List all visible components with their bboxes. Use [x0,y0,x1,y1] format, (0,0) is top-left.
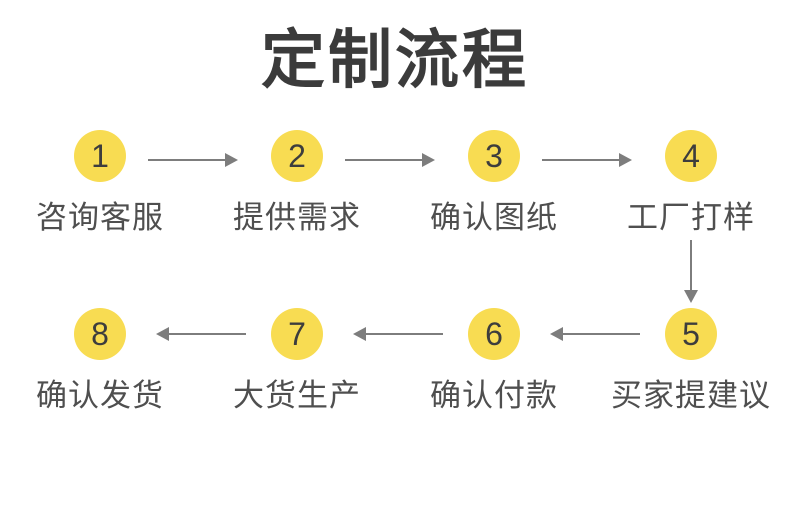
step-4-label: 工厂打样 [627,200,755,235]
arrow-shaft [345,159,424,161]
step-6-number-badge: 6 [468,308,520,360]
page-title: 定制流程 [261,24,529,96]
step-8-number-badge: 8 [74,308,126,360]
arrow-head [684,290,698,303]
arrow-left-icon [156,327,246,341]
arrow-shaft [364,333,443,335]
step-4-number-badge: 4 [665,130,717,182]
step-4: 4 工厂打样 [596,130,786,237]
arrow-left-icon [353,327,443,341]
arrow-head [550,327,563,341]
arrow-shaft [561,333,640,335]
step-3-label: 确认图纸 [430,200,558,235]
step-7-number-badge: 7 [271,308,323,360]
arrow-shaft [148,159,227,161]
step-1-number-badge: 1 [74,130,126,182]
step-1-label: 咨询客服 [36,200,164,235]
arrow-right-icon [542,153,632,167]
step-7-label: 大货生产 [233,378,361,413]
arrow-head [422,153,435,167]
step-3-number-badge: 3 [468,130,520,182]
arrow-head [619,153,632,167]
step-7: 7 大货生产 [202,308,392,415]
step-2-label: 提供需求 [233,200,361,235]
step-2: 2 提供需求 [202,130,392,237]
step-8-label: 确认发货 [36,378,164,413]
step-8: 8 确认发货 [5,308,195,415]
step-5: 5 买家提建议 [596,308,786,415]
step-3: 3 确认图纸 [399,130,589,237]
arrow-right-icon [345,153,435,167]
arrow-head [156,327,169,341]
arrow-left-icon [550,327,640,341]
step-2-number-badge: 2 [271,130,323,182]
step-6-label: 确认付款 [430,378,558,413]
arrow-shaft [690,240,692,290]
arrow-down-icon [684,240,698,303]
step-5-label: 买家提建议 [611,378,771,413]
step-1: 1 咨询客服 [5,130,195,237]
arrow-head [225,153,238,167]
arrow-head [353,327,366,341]
step-5-number-badge: 5 [665,308,717,360]
arrow-right-icon [148,153,238,167]
arrow-shaft [542,159,621,161]
arrow-shaft [167,333,246,335]
step-6: 6 确认付款 [399,308,589,415]
